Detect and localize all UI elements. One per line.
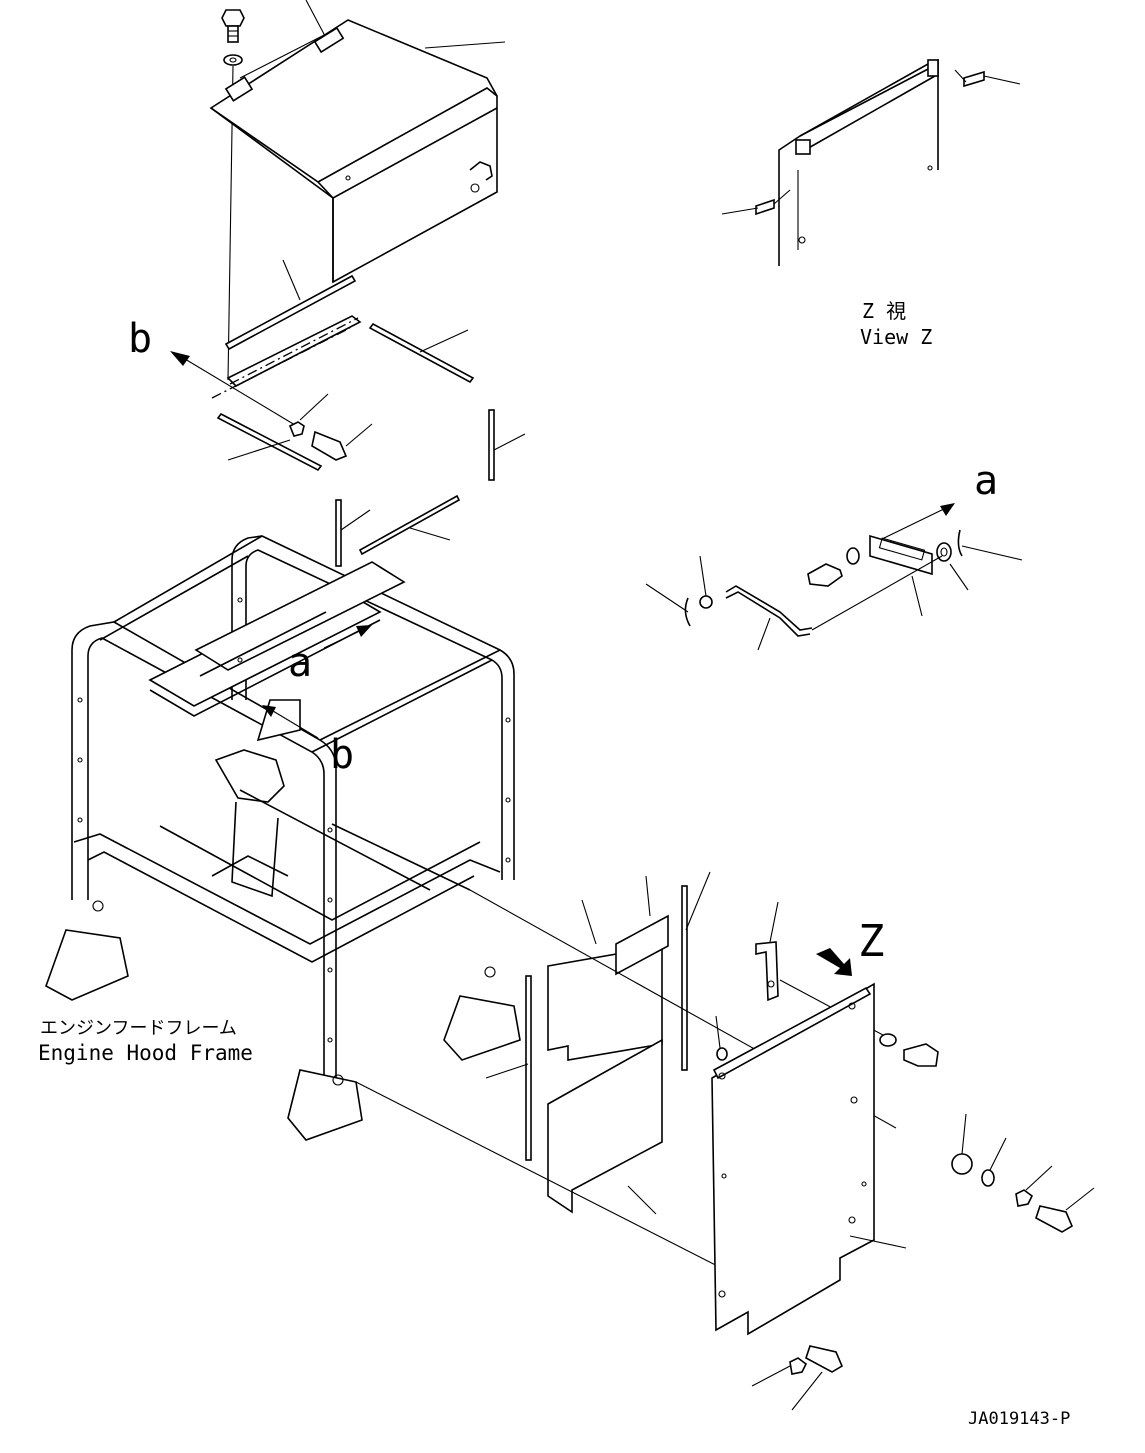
seal-strips [216,259,526,567]
label-arrow-a-frame: a [288,640,312,686]
label-arrow-b-top: b [128,316,152,362]
hinge-rail [170,315,373,461]
label-view-z-en: View Z [860,325,932,349]
view-z-detail [721,58,1021,266]
lock-rod-assembly [645,503,1023,651]
label-drawing-number: JA019143-P [968,1409,1070,1429]
label-frame-en: Engine Hood Frame [38,1041,253,1065]
label-frame-jp: エンジンフードフレーム [40,1018,237,1039]
engine-hood-frame [45,535,521,1141]
side-panel-assembly [355,871,1095,1411]
engine-hood-top-cover [209,19,498,284]
label-view-z-jp: Z 視 [862,299,906,323]
cover-bolt [221,9,245,66]
label-arrow-b-frame: b [330,732,354,778]
top-cover-assembly [209,0,506,381]
label-view-marker-z: Z [858,916,885,967]
label-arrow-a-top: a [974,458,998,504]
